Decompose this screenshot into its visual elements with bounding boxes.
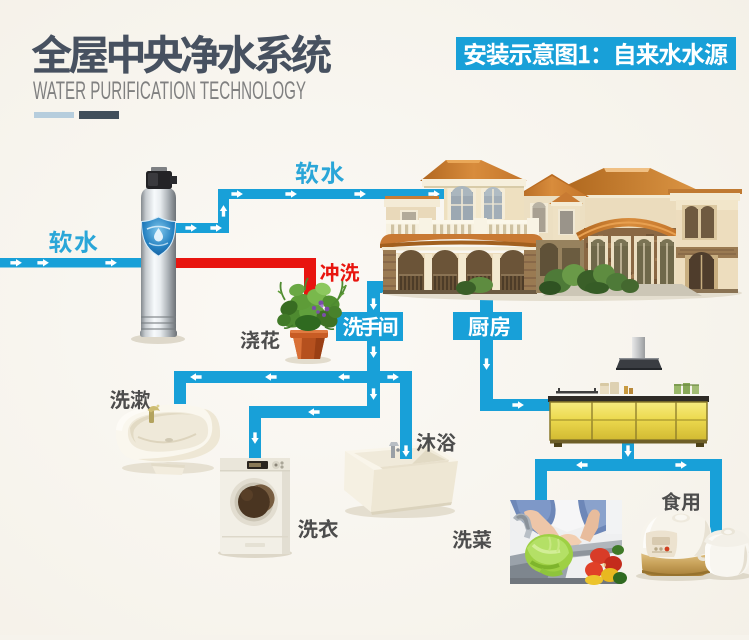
- svg-text:WATER PURIFICATION TECHNOLOGY: WATER PURIFICATION TECHNOLOGY: [33, 77, 306, 105]
